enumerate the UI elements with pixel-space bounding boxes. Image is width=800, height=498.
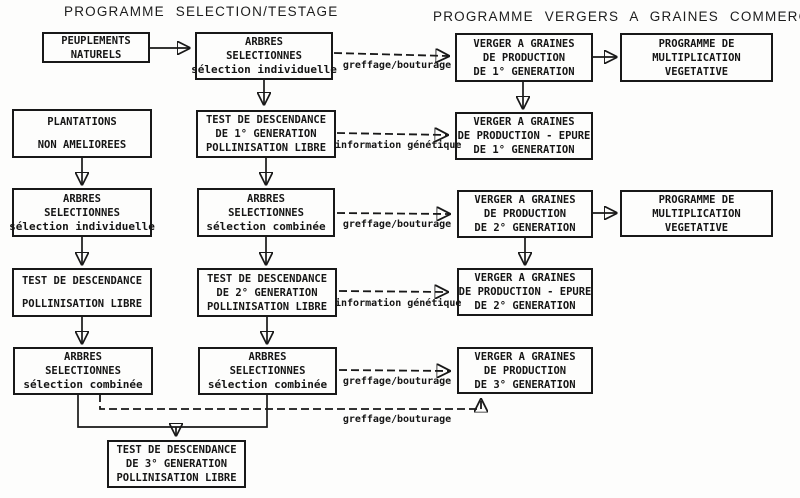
edge-label-greffage-bouturage-4: greffage/bouturage bbox=[342, 414, 452, 425]
box-test-descendance-1: TEST DE DESCENDANCE DE 1° GENERATION POL… bbox=[196, 110, 336, 158]
box-text-line: SELECTIONNES bbox=[45, 365, 121, 377]
box-text-line: SELECTIONNES bbox=[226, 50, 302, 62]
box-text-line: DE PRODUCTION - EPURE bbox=[457, 130, 591, 142]
box-programme-multiplication-2: PROGRAMME DE MULTIPLICATION VEGETATIVE bbox=[620, 190, 773, 237]
box-verger-production-2: VERGER A GRAINES DE PRODUCTION DE 2° GEN… bbox=[457, 190, 593, 238]
box-arbres-combinee-mid-2: ARBRES SELECTIONNES sélection combinée bbox=[198, 347, 337, 395]
box-text-line: TEST DE DESCENDANCE bbox=[205, 114, 327, 126]
box-text-line: VEGETATIVE bbox=[664, 221, 729, 234]
edge-label-greffage-bouturage-2: greffage/bouturage bbox=[342, 219, 452, 230]
box-peuplements-naturels: PEUPLEMENTS NATURELS bbox=[42, 32, 150, 63]
box-text-line: ARBRES bbox=[245, 36, 283, 48]
box-text-line: VERGER A GRAINES bbox=[474, 194, 576, 206]
box-verger-production-1: VERGER A GRAINES DE PRODUCTION DE 1° GEN… bbox=[455, 33, 593, 82]
box-text-line: PROGRAMME DE bbox=[658, 37, 735, 50]
box-text-line: MULTIPLICATION bbox=[652, 207, 741, 220]
box-arbres-combinee-mid-1: ARBRES SELECTIONNES sélection combinée bbox=[197, 188, 335, 237]
box-text-line: VERGER A GRAINES bbox=[473, 116, 575, 128]
dashed-arbres1-to-verger1 bbox=[333, 53, 448, 56]
edge-label-greffage-bouturage-1: greffage/bouturage bbox=[342, 60, 452, 71]
box-plantations-non-ameliorees: PLANTATIONS NON AMELIOREES bbox=[12, 109, 152, 158]
box-text-line: sélection combinée bbox=[206, 219, 326, 233]
title-programme-vergers-commerciaux: PROGRAMME VERGERS A GRAINES COMMERCIAUX bbox=[433, 9, 800, 24]
dashed-arbres-comb2-to-verger3 bbox=[338, 370, 449, 371]
box-arbres-individuelle-left: ARBRES SELECTIONNES sélection individuel… bbox=[9, 188, 155, 237]
box-text-line: PLANTATIONS bbox=[47, 116, 117, 128]
box-text-line: VERGER A GRAINES bbox=[473, 37, 575, 50]
box-text-line: DE 3° GENERATION bbox=[474, 378, 576, 391]
dashed-test1-to-epure1 bbox=[336, 133, 447, 135]
box-text-line: VERGER A GRAINES bbox=[474, 272, 576, 284]
box-text-line: DE 1° GENERATION bbox=[215, 128, 317, 140]
box-verger-epure-1: VERGER A GRAINES DE PRODUCTION - EPURE D… bbox=[455, 112, 593, 160]
box-test-pollinisation-left: TEST DE DESCENDANCE POLLINISATION LIBRE bbox=[12, 268, 152, 317]
box-text-line: NATURELS bbox=[70, 48, 122, 61]
box-text-line: POLLINISATION LIBRE bbox=[206, 300, 328, 313]
box-text-line: ARBRES bbox=[247, 192, 285, 205]
box-text-line: DE 2° GENERATION bbox=[216, 286, 318, 299]
edge-label-information-genetique-1: information génétique bbox=[335, 140, 462, 151]
box-arbres-combinee-left: ARBRES SELECTIONNES sélection combinée bbox=[13, 347, 153, 395]
connector-merge-bottom bbox=[77, 394, 268, 428]
box-text-line: PROGRAMME DE bbox=[658, 193, 735, 206]
box-text-line: POLLINISATION LIBRE bbox=[205, 142, 327, 154]
box-text-line: POLLINISATION LIBRE bbox=[116, 472, 237, 484]
box-test-descendance-2: TEST DE DESCENDANCE DE 2° GENERATION POL… bbox=[197, 268, 337, 317]
dashed-test2-to-epure2 bbox=[338, 291, 447, 292]
box-text-line: DE 3° GENERATION bbox=[125, 458, 228, 470]
box-text-line: DE PRODUCTION bbox=[483, 208, 567, 220]
box-verger-production-3: VERGER A GRAINES DE PRODUCTION DE 3° GEN… bbox=[457, 347, 593, 394]
edge-label-greffage-bouturage-3: greffage/bouturage bbox=[342, 376, 452, 387]
box-text-line: VERGER A GRAINES bbox=[474, 350, 576, 363]
box-text-line: DE 2° GENERATION bbox=[474, 300, 576, 312]
box-text-line: PEUPLEMENTS bbox=[61, 34, 131, 47]
box-text-line: NON AMELIOREES bbox=[37, 139, 127, 151]
box-text-line: MULTIPLICATION bbox=[652, 51, 741, 64]
box-text-line: sélection combinée bbox=[207, 378, 328, 391]
box-verger-epure-2: VERGER A GRAINES DE PRODUCTION - EPURE D… bbox=[457, 268, 593, 316]
box-text-line: DE 1° GENERATION bbox=[473, 144, 575, 156]
box-text-line: DE 2° GENERATION bbox=[474, 222, 576, 234]
box-text-line: TEST DE DESCENDANCE bbox=[116, 444, 237, 456]
box-text-line: SELECTIONNES bbox=[228, 206, 304, 219]
box-text-line: TEST DE DESCENDANCE bbox=[206, 272, 328, 285]
dashed-arbres-comb-left-to-verger3 bbox=[99, 394, 481, 409]
box-arbres-selectionnes-1: ARBRES SELECTIONNES sélection individuel… bbox=[191, 32, 337, 80]
box-text-line: ARBRES bbox=[64, 351, 102, 363]
box-text-line: SELECTIONNES bbox=[44, 206, 120, 219]
edge-label-information-genetique-2: information génétique bbox=[335, 298, 462, 309]
box-text-line: DE PRODUCTION bbox=[482, 51, 566, 64]
title-programme-selection-testage: PROGRAMME SELECTION/TESTAGE bbox=[64, 4, 339, 19]
box-text-line: sélection combinée bbox=[23, 378, 143, 391]
box-text-line: ARBRES bbox=[248, 351, 287, 363]
box-text-line: DE PRODUCTION bbox=[483, 364, 567, 377]
box-text-line: sélection individuelle bbox=[9, 219, 155, 233]
box-text-line: SELECTIONNES bbox=[229, 365, 306, 377]
box-test-descendance-3: TEST DE DESCENDANCE DE 3° GENERATION POL… bbox=[107, 440, 246, 488]
box-text-line: DE PRODUCTION - EPURE bbox=[458, 286, 592, 298]
dashed-arbres-comb1-to-verger2 bbox=[336, 213, 449, 214]
box-text-line: TEST DE DESCENDANCE bbox=[21, 275, 143, 287]
box-text-line: sélection individuelle bbox=[191, 63, 337, 76]
box-text-line: VEGETATIVE bbox=[664, 65, 729, 78]
box-programme-multiplication-1: PROGRAMME DE MULTIPLICATION VEGETATIVE bbox=[620, 33, 773, 82]
box-text-line: ARBRES bbox=[63, 192, 101, 205]
box-text-line: DE 1° GENERATION bbox=[473, 65, 575, 78]
box-text-line: POLLINISATION LIBRE bbox=[21, 298, 143, 310]
